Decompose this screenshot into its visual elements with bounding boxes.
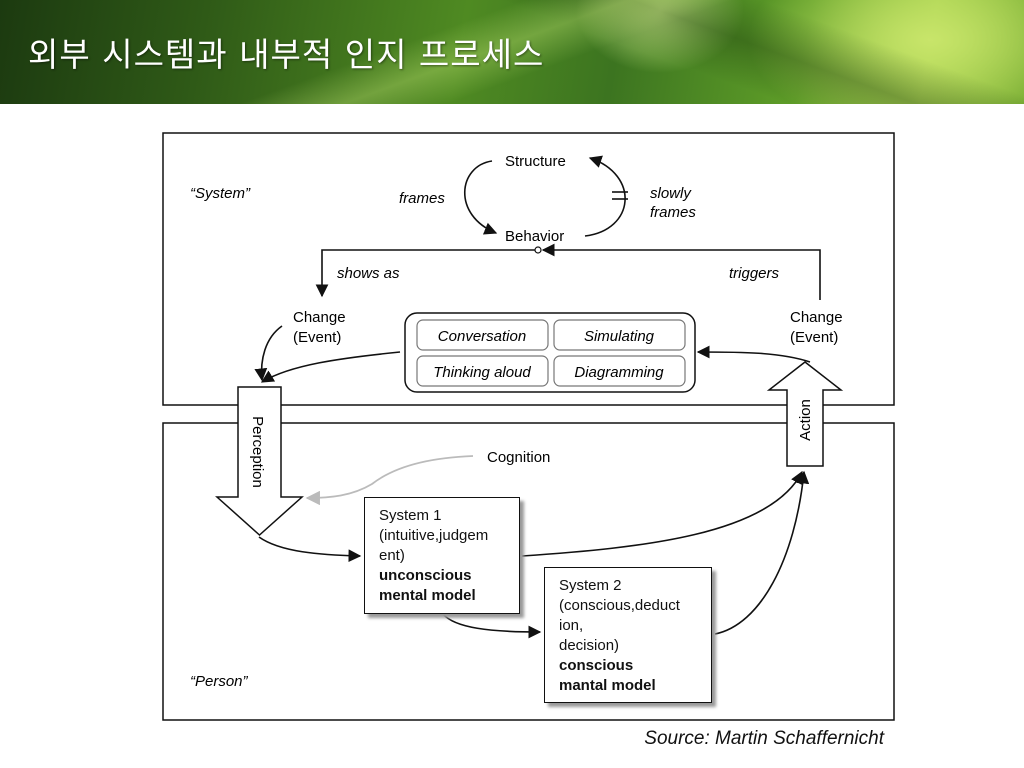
structure-label: Structure	[505, 153, 566, 170]
method-simulating: Simulating	[584, 328, 655, 345]
behavior-label: Behavior	[505, 228, 564, 245]
system2-title: System 2	[559, 577, 622, 594]
perception-arrow	[215, 386, 304, 537]
perception-label: Perception	[249, 416, 266, 488]
cognition-arrow	[305, 455, 474, 506]
source-caption: Source: Martin Schaffernicht	[644, 728, 884, 749]
slowly-label: slowly	[650, 185, 692, 202]
shows-as-label: shows as	[337, 265, 400, 282]
system1-desc-1: (intuitive,judgem	[379, 527, 489, 544]
system1-desc-2: ent)	[379, 547, 405, 564]
system2-bold-2: mantal model	[559, 677, 656, 694]
person-frame	[162, 422, 895, 721]
frames-arrow	[463, 160, 498, 235]
system2-to-action-arrow	[714, 470, 810, 635]
change-right-label: Change	[790, 309, 843, 326]
system1-bold-1: unconscious	[379, 567, 472, 584]
slide-title: 외부 시스템과 내부적 인지 프로세스	[28, 35, 545, 74]
action-to-methods-arrow	[696, 345, 811, 363]
cognition-label: Cognition	[487, 449, 550, 466]
method-conversation: Conversation	[438, 328, 526, 345]
triggers-arrow	[541, 243, 821, 300]
system1-bold-2: mental model	[379, 587, 476, 604]
header-banner: 외부 시스템과 내부적 인지 프로세스	[0, 0, 1024, 104]
method-diagramming: Diagramming	[574, 364, 664, 381]
shows-as-arrow	[315, 249, 535, 298]
method-thinking-aloud: Thinking aloud	[433, 364, 531, 381]
method-box-thinking	[416, 355, 549, 387]
frames-label: frames	[399, 190, 445, 207]
slowly-frames-arrow	[584, 155, 626, 237]
system2-desc-3: decision)	[559, 637, 620, 654]
method-box-simulating	[553, 319, 686, 351]
change-left-event: (Event)	[293, 329, 341, 346]
slowly-frames-label: frames	[650, 204, 696, 221]
system2-box: System 2 (conscious,deduct ion, decision…	[544, 567, 712, 703]
method-box-diagramming	[553, 355, 686, 387]
perception-to-system1-arrow	[258, 536, 362, 563]
action-label: Action	[797, 399, 814, 441]
action-arrow	[766, 361, 844, 467]
methods-to-perception-arrow	[260, 351, 401, 383]
system1-title: System 1	[379, 507, 442, 524]
change-right-event: (Event)	[790, 329, 838, 346]
system2-desc-2: ion,	[559, 617, 584, 634]
method-box-conversation	[416, 319, 549, 351]
system2-bold-1: conscious	[559, 657, 634, 674]
system2-desc-1: (conscious,deduct	[559, 597, 680, 614]
junction-dot	[534, 246, 542, 254]
change-left-label: Change	[293, 309, 346, 326]
leaf-background-image	[0, 0, 1024, 104]
system1-to-system2-arrow	[442, 613, 542, 639]
triggers-label: triggers	[729, 265, 780, 282]
system1-to-action-arrow	[521, 470, 803, 557]
system-label: “System”	[190, 185, 251, 202]
system1-box: System 1 (intuitive,judgem ent) unconsci…	[364, 497, 520, 614]
person-label: “Person”	[190, 673, 249, 690]
